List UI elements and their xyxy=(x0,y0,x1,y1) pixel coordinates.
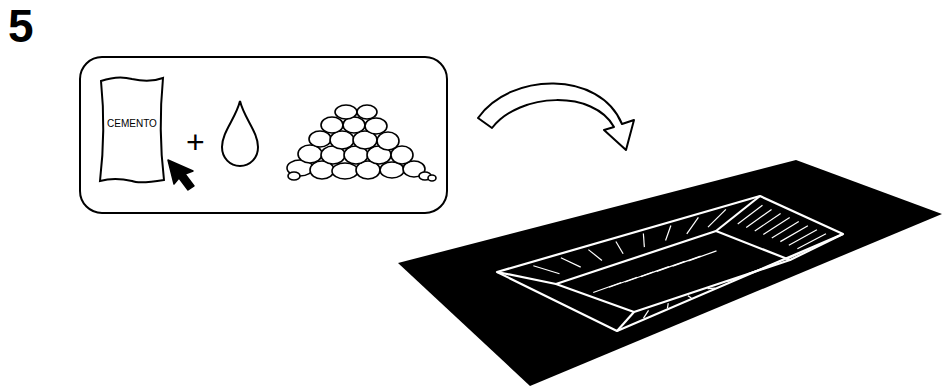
plus-sign: + xyxy=(186,126,205,158)
ground-plane xyxy=(398,160,942,386)
pit-texture xyxy=(533,205,826,318)
ingredient-panel xyxy=(80,57,447,213)
bag-outline xyxy=(97,75,167,185)
water-drop xyxy=(222,101,258,166)
excavated-pit xyxy=(497,196,843,331)
cement-bag: CEMENTO xyxy=(97,75,167,185)
stone-pile xyxy=(287,105,436,181)
pointer-cursor xyxy=(168,160,194,190)
bag-label: CEMENTO xyxy=(107,118,157,129)
curved-arrow xyxy=(478,83,634,150)
step-number: 5 xyxy=(8,3,34,49)
